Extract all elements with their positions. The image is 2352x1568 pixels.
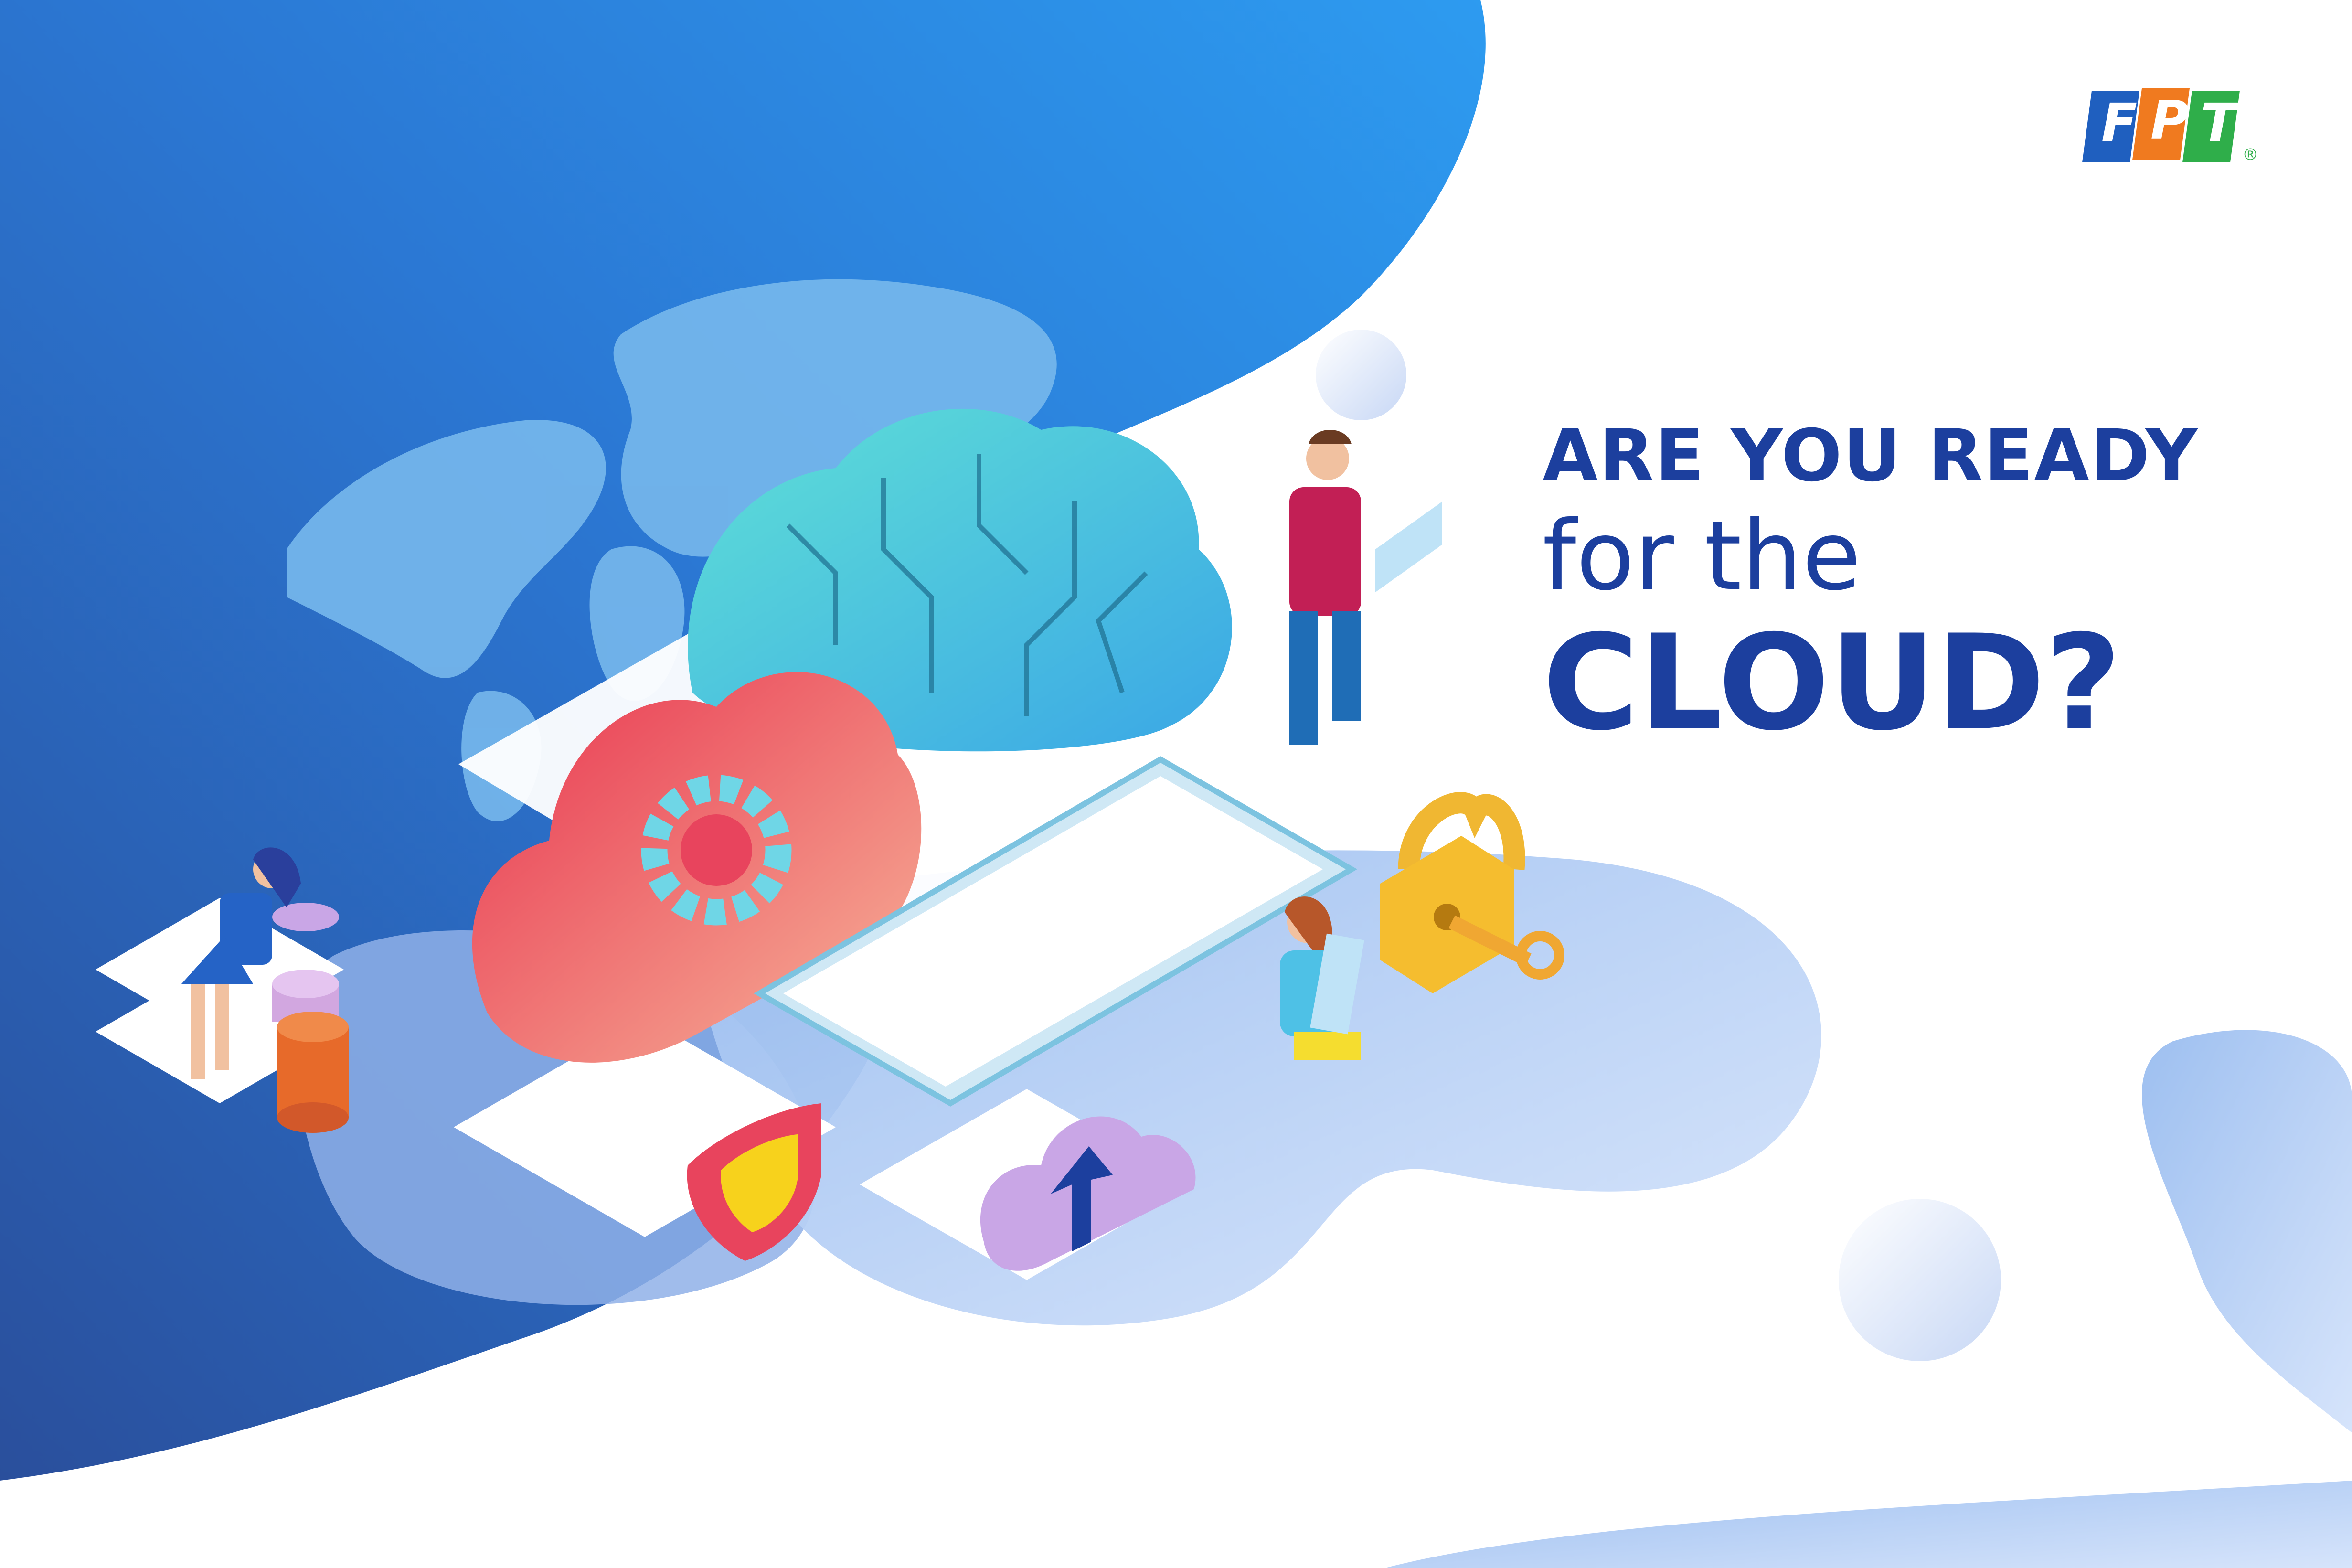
logo-letter-p: P (2150, 90, 2189, 151)
database-icon (272, 903, 349, 1133)
person-sitting (1280, 896, 1364, 1060)
headline-line-3: CLOUD? (1543, 607, 2122, 759)
light-blob-right (2142, 1030, 2352, 1433)
logo-registered-mark: ® (2242, 145, 2258, 164)
lock-icon (1380, 792, 1564, 993)
person-standing (1289, 430, 1442, 745)
headline: ARE YOU READY for the CLOUD? (1543, 411, 2211, 755)
fpt-logo: F P T ® (2082, 81, 2264, 167)
light-blob-bottom (1385, 1481, 2352, 1568)
circuit-cloud-icon (688, 408, 1232, 752)
bubble-right (1839, 1199, 2001, 1361)
bubble-top (1316, 330, 1406, 420)
upload-cloud-icon (980, 1116, 1196, 1271)
shield-icon (687, 1103, 821, 1261)
keyboard-icon (754, 756, 1357, 1107)
logo-letter-f: F (2101, 92, 2137, 153)
fpt-logo-mark: F P T ® (2082, 88, 2258, 164)
headline-line-1: ARE YOU READY (1543, 415, 2199, 498)
headline-line-2: for the (1543, 501, 1861, 612)
logo-letter-t: T (2201, 92, 2240, 153)
person-database (181, 847, 301, 1079)
